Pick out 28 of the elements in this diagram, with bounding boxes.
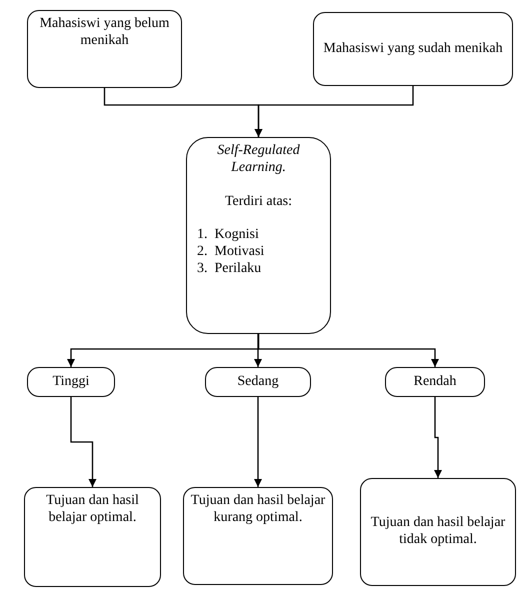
arrow: [258, 334, 439, 367]
box-text: Tujuan dan hasil belajar kurang optimal.: [190, 493, 326, 527]
arrow: [254, 397, 262, 487]
box-text: Tujuan dan hasil belajar tidak optimal.: [370, 515, 506, 549]
arrow: [254, 86, 414, 137]
arrow: [70, 397, 96, 487]
list-item: 2. Motivasi: [196, 244, 266, 261]
process-box: [313, 12, 513, 86]
arrow: [434, 397, 442, 478]
box-text: Tinggi: [52, 374, 90, 390]
box-text: Rendah: [412, 374, 458, 390]
subheading-text: Terdiri atas:: [224, 194, 294, 210]
process-box: [27, 367, 115, 397]
heading-text: Self-Regulated Learning.: [216, 143, 301, 177]
process-box: [385, 367, 485, 397]
process-box: [183, 487, 333, 585]
list-item: 3. Perilaku: [196, 260, 262, 278]
box-text: Sedang: [236, 374, 280, 390]
rounded-box: [186, 137, 331, 334]
process-box: [27, 10, 182, 88]
box-text: Tujuan dan hasil belajar optimal.: [45, 493, 140, 527]
box-text: Mahasiswi yang belum menikah: [38, 16, 170, 50]
list-item: 1. Kognisi: [196, 227, 260, 244]
process-box: [24, 487, 161, 587]
process-box: [360, 478, 516, 586]
box-text: Mahasiswi yang sudah menikah: [322, 40, 504, 58]
arrow: [254, 334, 262, 367]
process-box: [205, 367, 311, 397]
